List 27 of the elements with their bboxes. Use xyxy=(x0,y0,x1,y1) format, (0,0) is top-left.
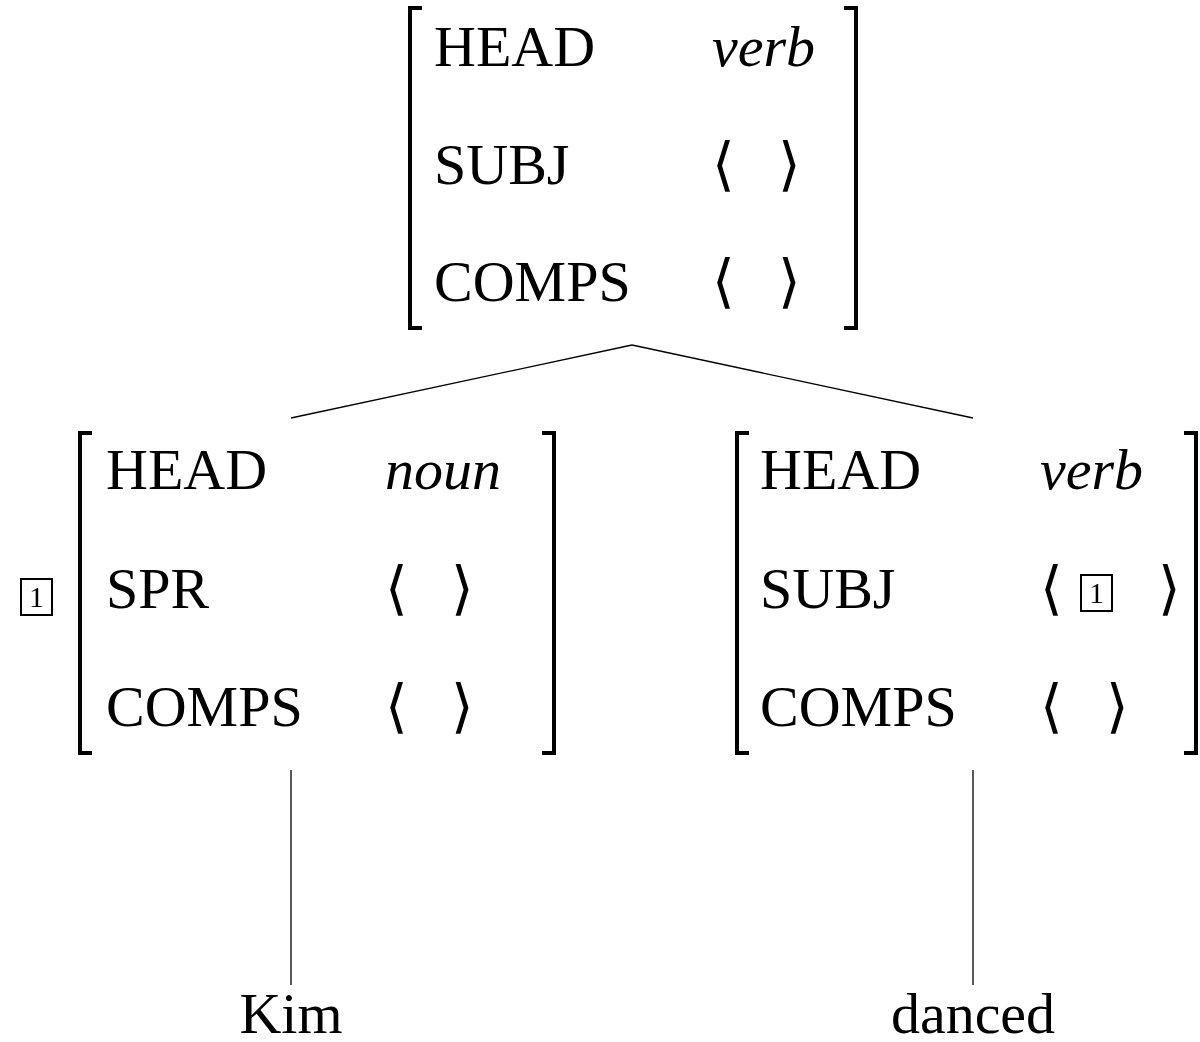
feature-name: COMPS xyxy=(106,678,303,736)
list-value: ⟩ xyxy=(1158,560,1181,618)
feature-name: COMPS xyxy=(434,253,631,311)
word-label: danced xyxy=(890,985,1056,1042)
coindex-tag: 1 xyxy=(20,578,53,616)
feature-name: HEAD xyxy=(434,18,596,76)
feature-name: SPR xyxy=(106,560,210,618)
list-value: ⟨ ⟩ xyxy=(385,678,474,736)
list-value: ⟨ ⟩ xyxy=(712,253,801,311)
feature-name: HEAD xyxy=(760,441,922,499)
list-value: ⟨ ⟩ xyxy=(1040,678,1129,736)
list-value: ⟨ xyxy=(1040,560,1063,618)
feature-name: COMPS xyxy=(760,678,957,736)
list-value: ⟨ ⟩ xyxy=(712,136,801,194)
list-value: ⟨ ⟩ xyxy=(385,560,474,618)
tree-branch xyxy=(631,344,974,419)
tree-branch xyxy=(290,344,633,419)
word-label: Kim xyxy=(239,985,343,1042)
feature-value: verb xyxy=(712,18,816,76)
tree-branch xyxy=(972,769,974,986)
feature-name: SUBJ xyxy=(760,560,896,618)
feature-value: verb xyxy=(1040,441,1144,499)
tree-branch xyxy=(290,769,292,986)
coindex-tag: 1 xyxy=(1080,574,1113,612)
feature-value: noun xyxy=(385,441,501,499)
feature-name: HEAD xyxy=(106,441,268,499)
feature-name: SUBJ xyxy=(434,136,570,194)
